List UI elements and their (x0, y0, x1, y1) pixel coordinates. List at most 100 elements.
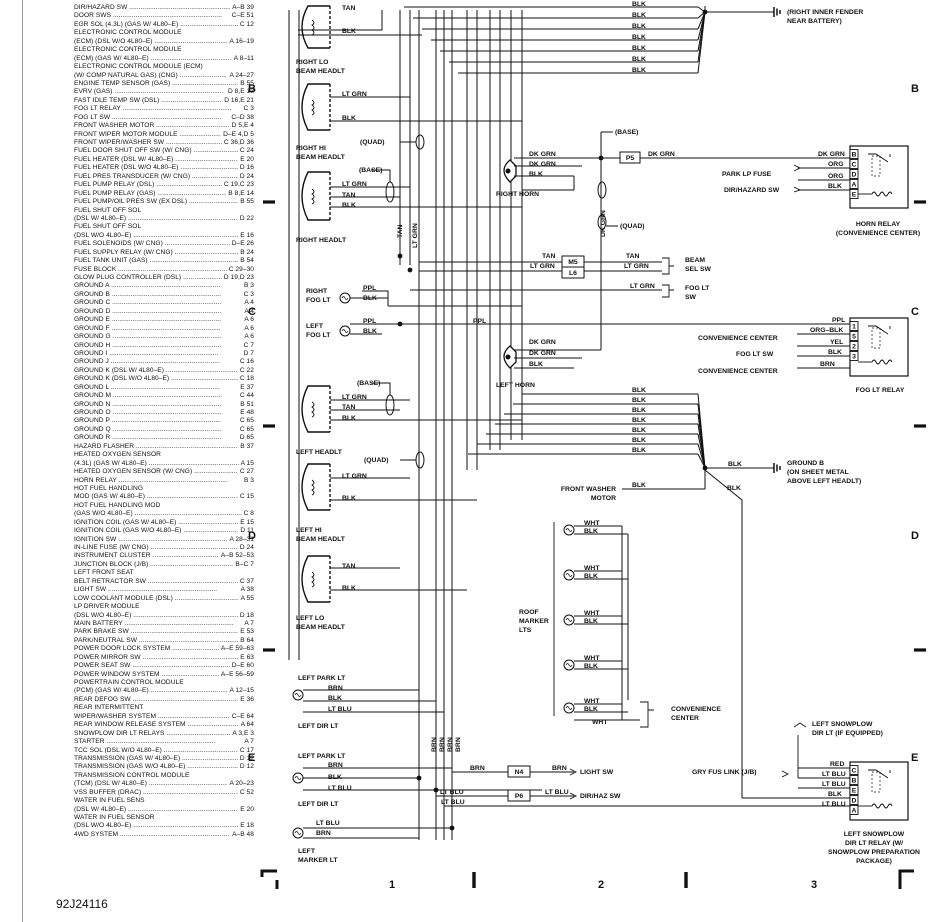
index-entry-name: GLOW PLUG CONTROLLER (DSL) .............… (74, 274, 254, 281)
wire-label: LT GRN (342, 394, 367, 401)
index-entry-ref: C–E 64 (229, 712, 254, 722)
index-entry: IGNITION COIL (GAS W/ 4L80–E) ..........… (74, 518, 254, 528)
index-entry: GROUND I ...............................… (74, 349, 254, 359)
wire-label: DK GRN (818, 151, 845, 158)
wire (868, 769, 889, 779)
index-entry-ref: A 28–31 (227, 535, 254, 544)
index-entry-name: SNOWPLOW DIR LT RELAYS .................… (74, 729, 254, 737)
index-entry-ref: A 38 (238, 586, 254, 595)
index-entry-ref: C 15 (237, 493, 254, 502)
relay-coil-icon (871, 191, 893, 197)
label: FOG LT (306, 332, 331, 339)
index-entry-ref: B 51 (238, 400, 254, 409)
wire (697, 443, 706, 469)
index-entry: FUEL SHUT OFF SOL (74, 207, 254, 215)
wire-label: BLK (342, 495, 356, 502)
index-entry-ref: C 16 (237, 358, 254, 367)
index-entry-name: HEATED OXYGEN SENSOR (W/ CNG) ..........… (74, 468, 254, 476)
index-entry: FUEL SHUT OFF SOL (74, 223, 254, 231)
bulb-filament-icon (294, 776, 302, 780)
wire-label: BLK (632, 34, 646, 41)
index-entry: GROUND K (DSL W/O 4L80–E) ..............… (74, 375, 254, 384)
index-entry: (ECM) (GAS W/ 4L80–E) ..................… (74, 54, 254, 64)
relay-pin (849, 331, 859, 341)
label: LEFT SNOWPLOW (844, 831, 905, 838)
index-entry-name: FUEL SUPPLY RELAY (W/ CNG) .............… (74, 248, 254, 256)
index-entry: IN-LINE FUSE (W/ CNG) ..................… (74, 544, 254, 553)
label: BEAM HEADLT (296, 68, 346, 75)
index-entry-ref: E 48 (238, 409, 254, 418)
index-entry: ELECTRONIC CONTROL MODULE (74, 46, 254, 54)
index-entry-ref: E 36 (238, 695, 254, 705)
index-entry-name: GROUND K (DSL W/ 4L80–E) ...............… (74, 366, 254, 374)
wire-label-vertical: BRN (439, 737, 446, 752)
right-lo-beam-headlamp (301, 5, 330, 49)
wire-label: BLK (363, 328, 377, 335)
index-entry: INSTRUMENT CLUSTER .....................… (74, 552, 254, 561)
index-entry: EVRV (GAS) .............................… (74, 88, 254, 97)
label: SW (685, 294, 697, 301)
bulb-filament-icon (341, 296, 349, 300)
wire-label: BLK (328, 695, 342, 702)
index-entry: ELECTRONIC CONTROL MODULE (ECM) (74, 63, 254, 71)
index-entry: (DSL W/O 4L80–E) .......................… (74, 231, 254, 241)
index-entry-name: IN-LINE FUSE (W/ CNG) ..................… (74, 544, 254, 551)
label: SNOWPLOW PREPARATION (828, 849, 920, 856)
index-entry-ref: D 7 (241, 349, 254, 359)
index-entry-name: MAIN BATTERY ...........................… (74, 619, 234, 627)
index-entry-ref: C–E 51 (229, 12, 254, 21)
index-entry: BELT RETRACTOR SW ......................… (74, 577, 254, 587)
quad-marker (385, 181, 395, 203)
index-entry-ref: A 4 (242, 307, 254, 317)
relay-pin-label: D (852, 798, 857, 805)
relay-coil-icon (871, 803, 893, 809)
index-entry-ref: D 5,E 4 (229, 122, 254, 131)
index-entry-ref: B 55 (238, 79, 254, 89)
wire (793, 722, 807, 728)
index-entry: DIR/HAZARD SW ..........................… (74, 4, 254, 13)
index-entry: WATER IN FUEL SENSOR (74, 814, 254, 822)
wire-label: LT GRN (530, 263, 555, 270)
wire-label: BLK (584, 573, 598, 580)
relay-coil-icon (871, 359, 893, 365)
index-entry: GROUND D ...............................… (74, 307, 254, 317)
label: RIGHT HORN (496, 191, 539, 198)
connector-l6 (561, 266, 585, 279)
grid-row-label: C (911, 306, 919, 318)
index-entry-name: GROUND M ...............................… (74, 392, 223, 400)
index-entry-name: HAZARD FLASHER .........................… (74, 442, 246, 450)
wire (662, 257, 674, 275)
index-entry-ref: C 18 (237, 375, 254, 384)
index-entry-ref: B 64 (238, 636, 254, 646)
label: NEAR BATTERY) (787, 18, 842, 25)
index-entry: GROUND K (DSL W/ 4L80–E) ...............… (74, 366, 254, 376)
index-entry-name: FUEL PRES TRANSDUCER (W/ CNG) ..........… (74, 172, 254, 180)
relay-pin (849, 775, 859, 785)
wire-label: LT BLU (822, 771, 846, 778)
wire-label: BLK (328, 774, 342, 781)
wire-label: BLK (828, 183, 842, 190)
relay-pin-label: C (852, 162, 857, 169)
grid-row-label: B (248, 83, 256, 95)
wire-label: DK GRN (529, 350, 556, 357)
relay-pin-label: E (852, 192, 857, 199)
index-entry-ref: A 8–11 (231, 54, 254, 64)
index-entry: HOT FUEL HANDLING (74, 485, 254, 493)
index-entry-ref: D 65 (237, 434, 254, 443)
index-entry: GROUND P ...............................… (74, 417, 254, 426)
index-entry: POWER WINDOW SYSTEM ....................… (74, 670, 254, 679)
index-entry-name: POWER MIRROR SW ........................… (74, 653, 252, 661)
snowplow-relay (849, 761, 909, 821)
index-entry: PARK BRAKE SW ..........................… (74, 628, 254, 637)
wire (697, 453, 706, 469)
wire (569, 792, 578, 800)
label: RIGHT HI (296, 145, 326, 152)
index-entry-ref: C 8 (241, 510, 254, 519)
convenience-center-label: CONVENIENCE CENTER (698, 335, 778, 342)
index-entry: LEFT FRONT SEAT (74, 569, 254, 577)
grid-col-label: 3 (811, 879, 817, 891)
wire-label: BLK (632, 427, 646, 434)
index-entry-name: FOG LT RELAY ...........................… (74, 105, 232, 113)
splice-dot (433, 787, 439, 793)
index-entry-name: PARK/NEUTRAL SW ........................… (74, 636, 249, 644)
